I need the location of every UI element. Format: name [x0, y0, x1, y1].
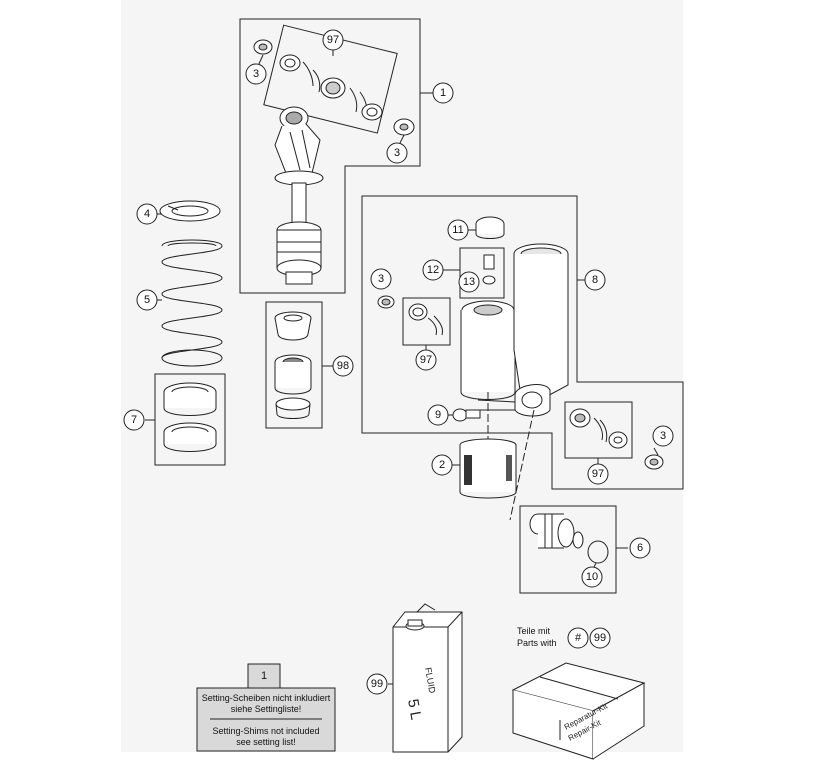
axis-line-adjuster	[509, 409, 535, 521]
note-line-2: siehe Settingliste!	[231, 704, 302, 714]
callout-8: 8	[592, 274, 598, 286]
group-frame-98	[265, 301, 323, 429]
callout-1: 1	[440, 87, 446, 99]
callout-circle-99-can	[366, 673, 388, 695]
callouts	[123, 29, 674, 695]
reservoir-cap-part	[475, 216, 505, 239]
callout-10: 10	[586, 571, 598, 583]
seal-kit-97-right	[569, 408, 628, 449]
callout-circle-8	[584, 269, 606, 291]
callout-circle-98	[332, 355, 354, 377]
seal-kit-97-mid	[408, 303, 443, 336]
leader-3-top-right	[399, 134, 405, 144]
note-ref-box	[247, 663, 281, 689]
callout-97-right: 97	[592, 468, 604, 480]
parts-with-label-de: Teile mit	[517, 626, 551, 636]
reservoir-sleeve-part	[459, 438, 517, 499]
callout-circle-13	[458, 271, 480, 293]
callout-circle-99-parts	[589, 627, 611, 649]
note-line-3: Setting-Shims not included	[212, 726, 319, 736]
callout-circle-11	[447, 219, 469, 241]
callout-11: 11	[452, 224, 463, 236]
group-frame-1	[239, 18, 421, 294]
note-line-1: Setting-Scheiben nicht inkludiert	[202, 693, 331, 703]
spring-part	[161, 239, 223, 367]
callout-99-can: 99	[371, 678, 383, 690]
fluid-can-volume: 5 L	[404, 698, 424, 721]
callout-98: 98	[337, 360, 349, 372]
note-ref-number: 1	[261, 670, 267, 682]
adjuster-ring-upper	[163, 382, 217, 416]
screw-part	[452, 408, 481, 422]
callout-circle-3-mid	[370, 268, 392, 290]
fluid-can-brand: FLUID	[423, 667, 437, 695]
callout-3-top-right: 3	[394, 147, 400, 159]
hash-symbol-circle	[567, 627, 589, 649]
seal-kit-98	[274, 311, 312, 419]
repair-kit-box-part	[511, 662, 646, 760]
group-frame-12-13	[459, 247, 505, 299]
adjuster-ring-lower	[163, 422, 217, 452]
callout-97-mid: 97	[420, 354, 432, 366]
shock-body-part	[477, 243, 569, 417]
callout-circle-2	[431, 454, 453, 476]
callout-circle-3-right	[652, 425, 674, 447]
callout-7: 7	[131, 414, 137, 426]
callout-3-top-left: 3	[253, 68, 259, 80]
fluid-can-part	[392, 603, 463, 753]
callout-circle-3-top-left	[245, 63, 267, 85]
callout-3-right: 3	[660, 430, 666, 442]
callout-circle-5	[136, 289, 158, 311]
callout-circle-97-right	[587, 463, 609, 485]
callout-circle-6	[629, 537, 651, 559]
group-frame-8	[361, 195, 684, 490]
callout-circle-97-top	[322, 29, 344, 51]
callout-97-top: 97	[327, 34, 339, 46]
callout-circle-1	[432, 82, 454, 104]
callout-3-mid: 3	[378, 273, 384, 285]
callout-circle-97-mid	[415, 349, 437, 371]
callout-12: 12	[427, 264, 439, 276]
callout-circle-3-top-right	[386, 142, 408, 164]
callout-2: 2	[439, 459, 445, 471]
bearing-part-top-right	[393, 118, 415, 136]
callout-9: 9	[435, 409, 441, 421]
callout-circle-4	[136, 203, 158, 225]
callout-5: 5	[144, 294, 150, 306]
bearing-part-right	[644, 454, 664, 470]
leader-3-right	[653, 447, 659, 456]
leader-10	[593, 562, 597, 568]
group-frame-97-mid	[402, 297, 451, 346]
callout-circle-10	[581, 566, 603, 588]
group-frame-6	[519, 505, 617, 594]
note-line-4: see setting list!	[236, 737, 296, 747]
callout-13: 13	[463, 276, 475, 288]
compression-adjuster-part	[529, 513, 609, 564]
valve-part-12-13	[482, 254, 496, 285]
piston-rod-assembly	[274, 106, 324, 285]
bearing-part-top-left	[253, 39, 273, 55]
seal-kit-97-top	[279, 54, 383, 121]
callout-6: 6	[637, 542, 643, 554]
bearing-part-mid-left	[377, 295, 395, 309]
parts-with-number: 99	[594, 632, 606, 644]
parts-with-hash: #	[575, 632, 582, 644]
callout-circle-12	[422, 259, 444, 281]
spring-retainer-part	[159, 200, 221, 222]
callout-circle-7	[123, 409, 145, 431]
callout-circle-9	[427, 404, 449, 426]
callout-4: 4	[144, 208, 150, 220]
parts-with-label-en: Parts with	[517, 638, 557, 648]
reservoir-body-part	[460, 300, 516, 400]
